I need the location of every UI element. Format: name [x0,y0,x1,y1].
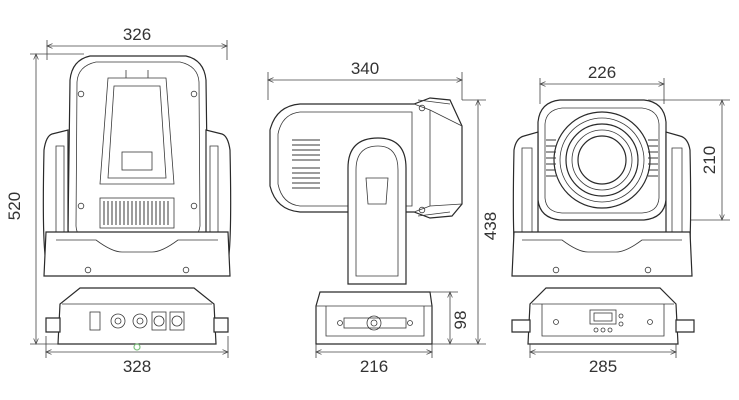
screw-icon [190,90,198,98]
down-button-icon[interactable] [607,327,613,333]
front-base [57,287,217,345]
rear-head-shell [537,99,667,221]
rear-top-width-label: 226 [588,63,616,82]
front-top-width-label: 326 [123,25,151,44]
rear-base-right-clamp [675,319,695,333]
indicator-led-icon [618,321,624,327]
powercon-connector [151,311,167,331]
screw-icon [418,206,426,214]
side-base-height-label: 98 [451,311,470,330]
screw-icon [407,320,413,326]
status-indicator-icon [133,343,141,351]
up-button-icon[interactable] [600,327,606,333]
rear-base-dimension-line [530,344,676,358]
rear-head-height-label: 210 [700,146,719,174]
front-height-label: 520 [5,192,24,220]
front-base-left-clamp [45,317,61,333]
side-base-slot [343,317,407,329]
front-top-panel [99,77,175,185]
screw-icon [553,319,559,325]
screw-icon [647,319,653,325]
side-yoke-arm [347,137,407,285]
lens-inner-ring [577,135,627,185]
lcd-display [589,309,617,325]
menu-button-icon[interactable] [593,327,599,333]
side-height-label: 438 [481,212,500,240]
rear-base [527,287,679,345]
rear-vent-grille [546,139,658,177]
front-view: 326 520 [5,25,232,376]
screw-icon [77,90,85,98]
screw-icon [84,266,92,274]
rear-view: 226 210 [511,63,730,376]
front-top-dimension-line [47,40,227,60]
side-base-height-dimension-line [430,292,458,344]
rear-yoke-crossbar [511,231,693,277]
screw-icon [182,266,190,274]
front-height-dimension-line [30,54,84,344]
front-base-width-label: 328 [123,357,151,376]
side-base-width-label: 216 [360,357,388,376]
front-label-plate [121,151,153,171]
enter-button-icon[interactable] [618,313,624,319]
screw-icon [77,202,85,210]
side-base-knob-icon [366,315,382,331]
side-vent-grille [292,139,320,189]
screw-icon [190,202,198,210]
side-height-dimension-line [432,100,486,344]
screw-icon [552,266,560,274]
front-vent-grille [99,197,175,229]
side-top-dimension-line [268,72,462,100]
screw-icon [337,320,343,326]
side-arm-badge [365,177,389,205]
xlr-connector-icon [110,313,126,329]
rear-base-width-label: 285 [589,357,617,376]
power-connector [89,311,101,331]
rear-base-left-clamp [511,319,531,333]
lens-outer-ring [553,111,651,209]
screw-icon [418,104,426,112]
front-yoke-crossbar [43,231,231,277]
lens-middle-ring [565,123,639,197]
xlr-connector-icon [132,313,148,329]
screw-icon [644,266,652,274]
front-base-dimension-line [46,336,228,358]
side-base-dimension-line [316,344,432,358]
powercon-connector [169,311,185,331]
side-top-width-label: 340 [351,59,379,78]
front-base-right-clamp [213,317,229,333]
side-view: 340 438 [268,59,500,376]
